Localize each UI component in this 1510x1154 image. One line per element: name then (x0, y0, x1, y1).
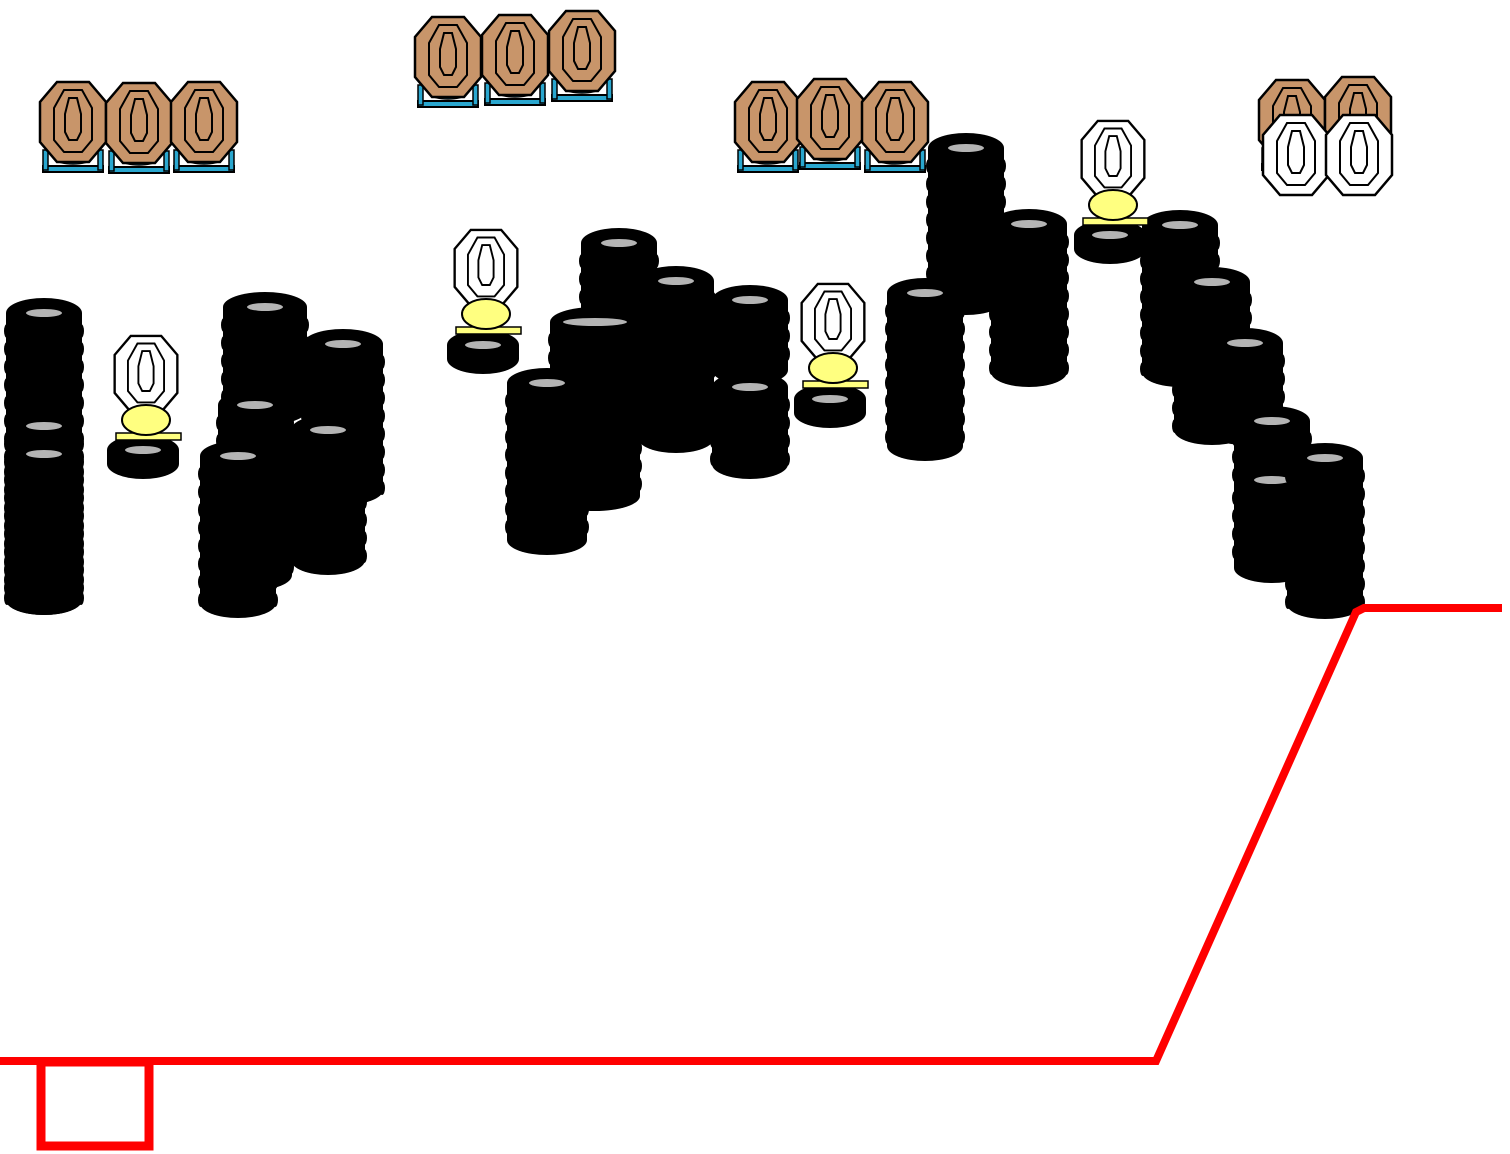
tire-stack-b11 (710, 372, 790, 479)
tire-stack-b16 (289, 415, 367, 575)
tire-stack-b5 (636, 266, 716, 453)
shooting-box (41, 1062, 149, 1146)
tire-stack-b21 (198, 441, 278, 618)
paper-target-group-3-target (735, 82, 801, 172)
tire-stack-b20 (4, 439, 84, 615)
tire-barricades (4, 133, 1365, 619)
fault-line (0, 608, 1502, 1146)
tire-single-4 (1074, 220, 1146, 264)
tire-single-3 (794, 384, 866, 428)
tire-stack-b2 (989, 209, 1069, 387)
paper-target-group-2-target (549, 11, 615, 101)
popper-no-shoot-4 (1082, 121, 1148, 225)
no-shoot-target-group-4 (1326, 115, 1392, 195)
paper-target-group-1-target (106, 83, 172, 173)
popper-no-shoot-2 (455, 230, 521, 334)
paper-target-group-1-target (171, 82, 237, 172)
tire-stack-b13 (505, 368, 589, 555)
tire-stack-b7 (885, 278, 965, 461)
paper-target-group-3-target (797, 79, 863, 169)
popper-no-shoot-3 (802, 284, 868, 388)
tire-single-1 (107, 435, 179, 479)
paper-target-group-1-target (40, 82, 106, 172)
paper-target-group-2-target (415, 17, 481, 107)
paper-target-group-3-target (862, 82, 928, 172)
tire-stack-b23 (1285, 443, 1365, 619)
no-shoot-target-group-4 (1263, 115, 1329, 195)
paper-target-group-2-target (482, 15, 548, 105)
tire-single-2 (447, 330, 519, 374)
tire-stack-b6 (710, 285, 790, 385)
popper-no-shoot-1 (115, 336, 181, 440)
